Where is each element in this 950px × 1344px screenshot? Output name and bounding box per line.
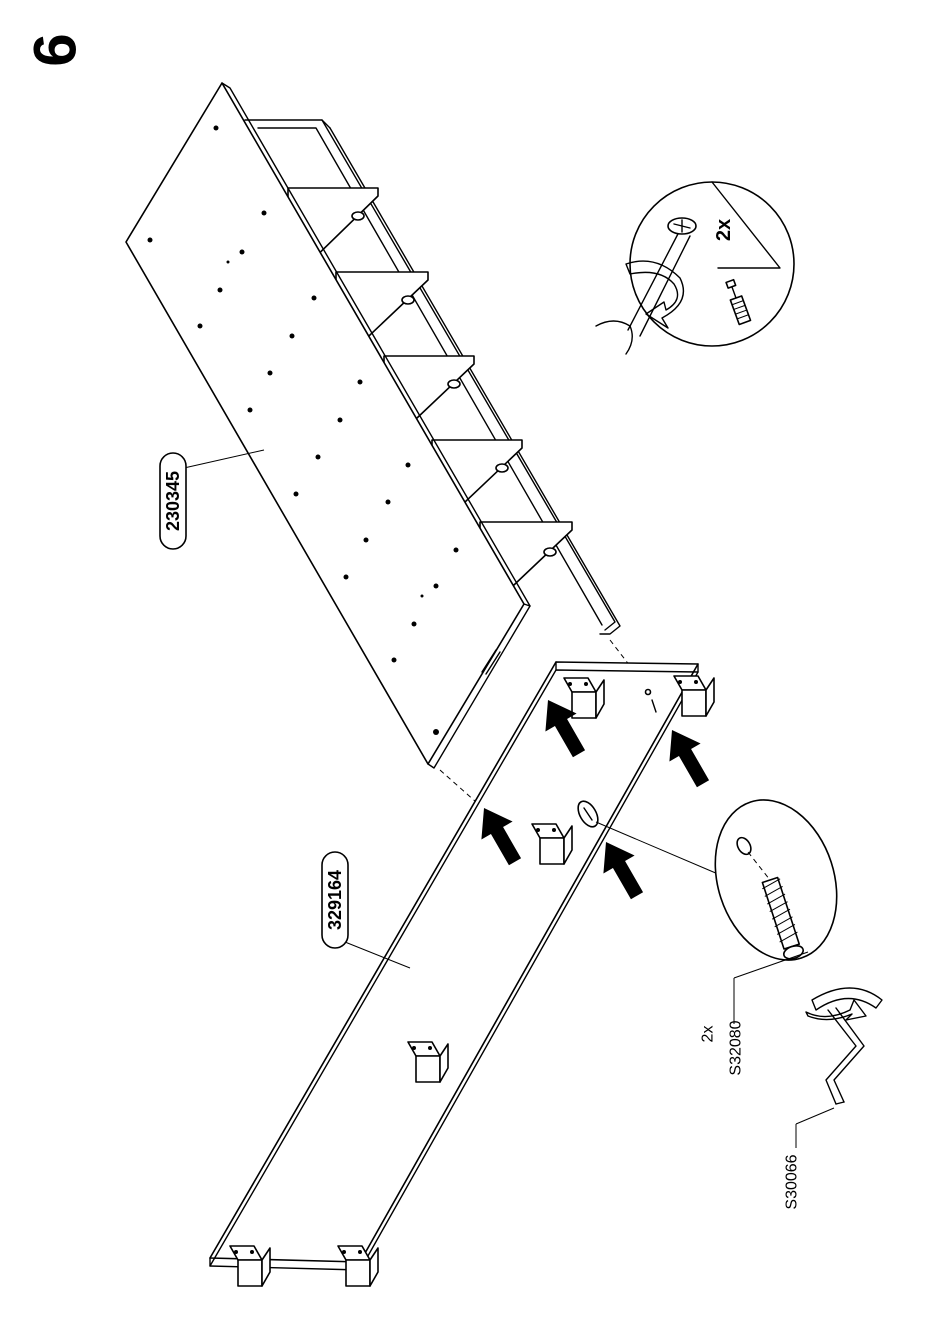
hex-key-tool: S30066 bbox=[784, 988, 883, 1210]
screwdriver-detail: 2x bbox=[596, 182, 794, 354]
connector-quantity: 2x bbox=[700, 1026, 717, 1043]
svg-text:6: 6 bbox=[22, 33, 89, 66]
step-number: 6 bbox=[22, 33, 89, 66]
top-panel-230345: 230345 bbox=[126, 83, 620, 768]
tool-code: S30066 bbox=[784, 1154, 801, 1209]
back-panel-label: 329164 bbox=[325, 870, 345, 930]
connector-code: S32080 bbox=[728, 1020, 745, 1075]
connector-detail: 2x S32080 bbox=[596, 784, 857, 1075]
back-panel-329164: 329164 bbox=[210, 662, 714, 1286]
top-panel-label: 230345 bbox=[163, 471, 183, 531]
screwdriver-quantity: 2x bbox=[713, 219, 735, 241]
